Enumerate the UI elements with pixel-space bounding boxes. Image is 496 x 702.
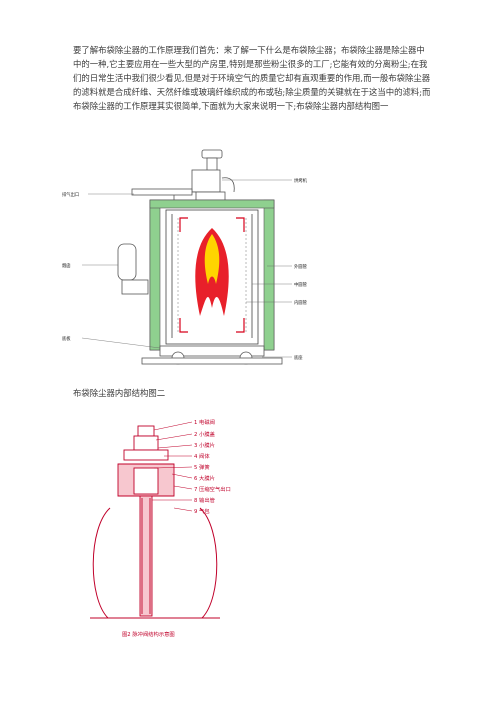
label-bottom-right: 底座: [294, 354, 303, 361]
part-label-1: 1 电磁阀: [194, 418, 215, 426]
part-label-6: 6 大膜片: [194, 474, 215, 482]
label-middle-tube: 中圆管: [294, 281, 308, 288]
part-label-4: 4 阀体: [194, 452, 210, 460]
dust-collector-diagram-1: 排气出口 烘烤机 烟囱 外圆管 中圆管 内圆管 底板 底座: [62, 149, 308, 365]
label-base-plate: 底板: [62, 335, 71, 342]
caption-figure-2: 布袋除尘器内部结构图二: [73, 388, 166, 398]
part-label-2: 2 小膜盖: [194, 430, 216, 438]
flame: [195, 228, 229, 316]
label-top-right: 烘烤机: [294, 177, 308, 184]
label-chimney: 烟囱: [62, 262, 71, 269]
label-outer-tube: 外圆管: [294, 263, 308, 270]
part-label-7: 7 压缩空气出口: [194, 485, 231, 493]
part-label-9: 9 气包: [194, 507, 210, 515]
figure-2-caption: 图2 脉冲阀结构示意图: [122, 630, 175, 638]
flow-arrows: [179, 217, 245, 333]
pulse-valve-diagram: 1 电磁阀 2 小膜盖 3 小膜片 4 阀体 5 弹簧 6 大膜片 7 压缩空气…: [90, 418, 231, 638]
intro-paragraph: 要了解布袋除尘器的工作原理我们首先：来了解一下什么是布袋除尘器；布袋除尘器是除尘…: [73, 45, 431, 111]
top-assembly: [173, 149, 235, 203]
air-tank: [92, 507, 218, 619]
chimney: [117, 243, 149, 295]
label-outlet: 排气出口: [62, 191, 79, 198]
part-label-5: 5 弹簧: [194, 463, 210, 471]
part-label-8: 8 输出管: [194, 496, 215, 504]
base: [141, 345, 283, 365]
label-inner-tube: 内圆管: [294, 299, 308, 306]
part-label-3: 3 小膜片: [194, 441, 215, 449]
outlet-pipe: [131, 188, 193, 196]
valve-body: [117, 425, 175, 617]
